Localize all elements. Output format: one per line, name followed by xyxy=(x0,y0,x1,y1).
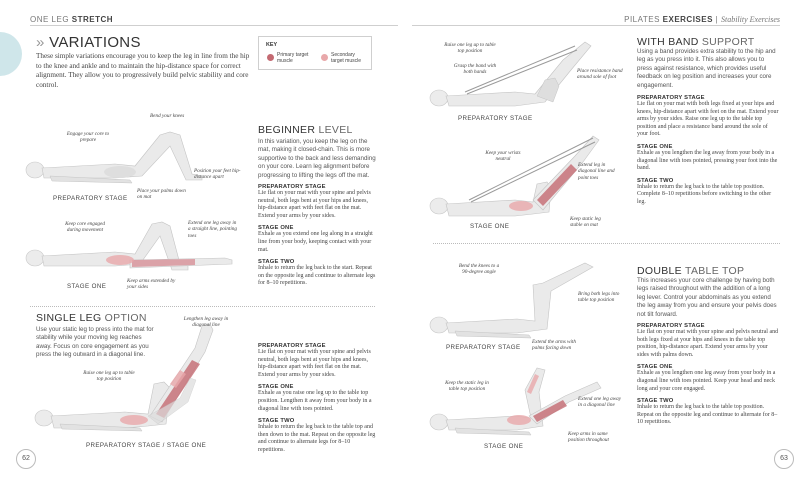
annotation-palms-down: Place your palms down on mat xyxy=(137,188,186,201)
figure-preparatory-knees-bent xyxy=(25,131,203,184)
beginner-stage-1-heading: STAGE ONE xyxy=(258,225,294,232)
double-chevron-icon: » xyxy=(36,34,45,51)
double-table-top-stages: PREPARATORY STAGE Lie flat on your mat w… xyxy=(637,323,779,427)
with-band-stage-1-heading: STAGE ONE xyxy=(637,143,673,150)
dtt-stage-0-text: Lie flat on your mat with your spine and… xyxy=(637,329,779,358)
single-leg-stages: PREPARATORY STAGE Lie flat on your mat w… xyxy=(258,343,376,455)
figure-single-leg-option xyxy=(34,323,214,432)
running-header-left: ONE LEG STRETCH xyxy=(30,15,114,24)
annotation-both-legs-table-top: Bring both legs into table top position xyxy=(578,291,620,304)
section-divider-right xyxy=(433,243,780,244)
beginner-stage-2-text: Inhale to return the leg back to the sta… xyxy=(258,265,376,287)
double-table-top-intro: This increases your core challenge by ha… xyxy=(637,277,777,318)
dtt-stage-2-text: Inhale to return the leg back to the tab… xyxy=(637,404,778,426)
accent-circle xyxy=(0,32,22,76)
section-divider-left xyxy=(30,306,375,307)
annotation-knees-90: Bend the knees to a 90-degree angle xyxy=(458,263,500,276)
double-table-top-title: DOUBLE TABLE TOP xyxy=(637,265,745,277)
annotation-band-raise-table-top: Raise one leg up to table top position xyxy=(444,42,496,55)
annotation-wrists-neutral: Keep your wrists neutral xyxy=(485,150,521,163)
beginner-intro: In this variation, you keep the leg on t… xyxy=(258,138,376,179)
annotation-band-around-foot: Place resistance band around sole of foo… xyxy=(577,68,623,81)
single-leg-stage-0-text: Lie flat on your mat with your spine and… xyxy=(258,349,371,378)
dtt-stage-1-heading: STAGE ONE xyxy=(637,364,673,371)
beginner-stage-2-heading: STAGE TWO xyxy=(258,259,295,266)
annotation-static-table-top: Keep the static leg in table top positio… xyxy=(445,380,489,393)
annotation-extend-diagonal-point: Extend leg in diagonal line and point to… xyxy=(578,162,615,181)
dtt-stage-0-heading: PREPARATORY STAGE xyxy=(637,323,705,329)
annotation-lengthen-diagonal: Lengthen leg away in diagonal line xyxy=(183,316,229,329)
caption-fig1: PREPARATORY STAGE xyxy=(53,195,128,202)
with-band-stage-0-text: Lie flat on your mat with both legs fixe… xyxy=(637,101,779,138)
annotation-extend-leg-straight: Extend one leg away in a straight line, … xyxy=(188,220,237,239)
single-leg-intro: Use your static leg to press into the ma… xyxy=(36,326,154,359)
header-rule-left xyxy=(30,25,398,26)
figure-double-table-top-stage-one xyxy=(429,367,602,436)
with-band-stages: PREPARATORY STAGE Lie flat on your mat w… xyxy=(637,95,779,207)
annotation-arms-same-position: Keep arms in same position throughout xyxy=(568,431,609,444)
page-number-left: 62 xyxy=(16,449,36,469)
annotation-engage-core: Engage your core to prepare xyxy=(66,131,110,144)
caption-fig4: PREPARATORY STAGE xyxy=(458,115,533,122)
running-header-right: PILATES EXERCISES | Stability Exercises xyxy=(624,15,780,24)
annotation-arms-extended: Keep arms extended by your sides xyxy=(127,278,176,291)
single-leg-stage-1-heading: STAGE ONE xyxy=(258,384,294,391)
annotation-bend-knees: Bend your knees xyxy=(150,113,185,119)
beginner-stage-0-text: Lie flat on your mat with your spine and… xyxy=(258,190,371,219)
single-leg-stage-2-heading: STAGE TWO xyxy=(258,418,295,425)
page-number-right: 63 xyxy=(774,449,794,469)
caption-fig6: PREPARATORY STAGE xyxy=(446,344,521,351)
with-band-stage-1-text: Exhale as you lengthen the leg away from… xyxy=(637,149,778,172)
figure-band-preparatory xyxy=(429,41,592,107)
figure-band-stage-one xyxy=(429,135,600,217)
figure-stage-one-leg-extended xyxy=(25,221,233,271)
beginner-stage-0-heading: PREPARATORY STAGE xyxy=(258,184,326,190)
annotation-grasp-band: Grasp the band with both hands xyxy=(453,63,497,76)
key-title: KEY xyxy=(266,42,278,48)
caption-fig7: STAGE ONE xyxy=(484,443,524,450)
annotation-raise-table-top: Raise one leg up to table top position xyxy=(83,370,135,383)
annotation-arms-palms-down: Extend the arms with palms facing down xyxy=(532,339,576,352)
annotation-static-leg-stable: Keep static leg stable on mat xyxy=(570,216,601,229)
figure-double-table-top-preparatory xyxy=(429,262,594,339)
beginner-level-title: BEGINNER LEVEL xyxy=(258,124,353,136)
variations-intro: These simple variations encourage you to… xyxy=(36,52,250,89)
primary-muscle-swatch xyxy=(267,54,274,61)
caption-fig5: STAGE ONE xyxy=(470,223,510,230)
with-band-stage-2-text: Inhale to return the leg back to the tab… xyxy=(637,183,772,205)
single-leg-stage-2-text: Inhale to return the leg back to the tab… xyxy=(258,424,376,453)
caption-fig2: STAGE ONE xyxy=(67,283,107,290)
single-leg-option-title: SINGLE LEG OPTION xyxy=(36,312,147,324)
header-rule-right xyxy=(412,25,780,26)
single-leg-stage-0-heading: PREPARATORY STAGE xyxy=(258,343,326,349)
variations-title: » VARIATIONS xyxy=(36,34,141,51)
with-band-stage-0-heading: PREPARATORY STAGE xyxy=(637,95,705,101)
with-band-support-title: WITH BAND SUPPORT xyxy=(637,36,755,48)
beginner-stage-1-text: Exhale as you extend one leg along in a … xyxy=(258,231,373,253)
with-band-stage-2-heading: STAGE TWO xyxy=(637,177,674,184)
with-band-intro: Using a band provides extra stability to… xyxy=(637,48,776,89)
caption-fig3: PREPARATORY STAGE / STAGE ONE xyxy=(86,442,207,449)
annotation-core-engaged: Keep core engaged during movement xyxy=(65,221,105,234)
dtt-stage-1-text: Exhale as you lengthen one leg away from… xyxy=(637,370,776,392)
beginner-stages: PREPARATORY STAGE Lie flat on your mat w… xyxy=(258,184,376,288)
dtt-stage-2-heading: STAGE TWO xyxy=(637,398,674,405)
annotation-feet-hip-distance: Position your feet hip-distance apart xyxy=(194,168,241,181)
secondary-muscle-swatch xyxy=(321,54,328,61)
single-leg-stage-1-text: Exhale as you raise one leg up to the ta… xyxy=(258,390,372,412)
annotation-extend-one-diagonal: Extend one leg away in a diagonal line xyxy=(578,396,622,409)
